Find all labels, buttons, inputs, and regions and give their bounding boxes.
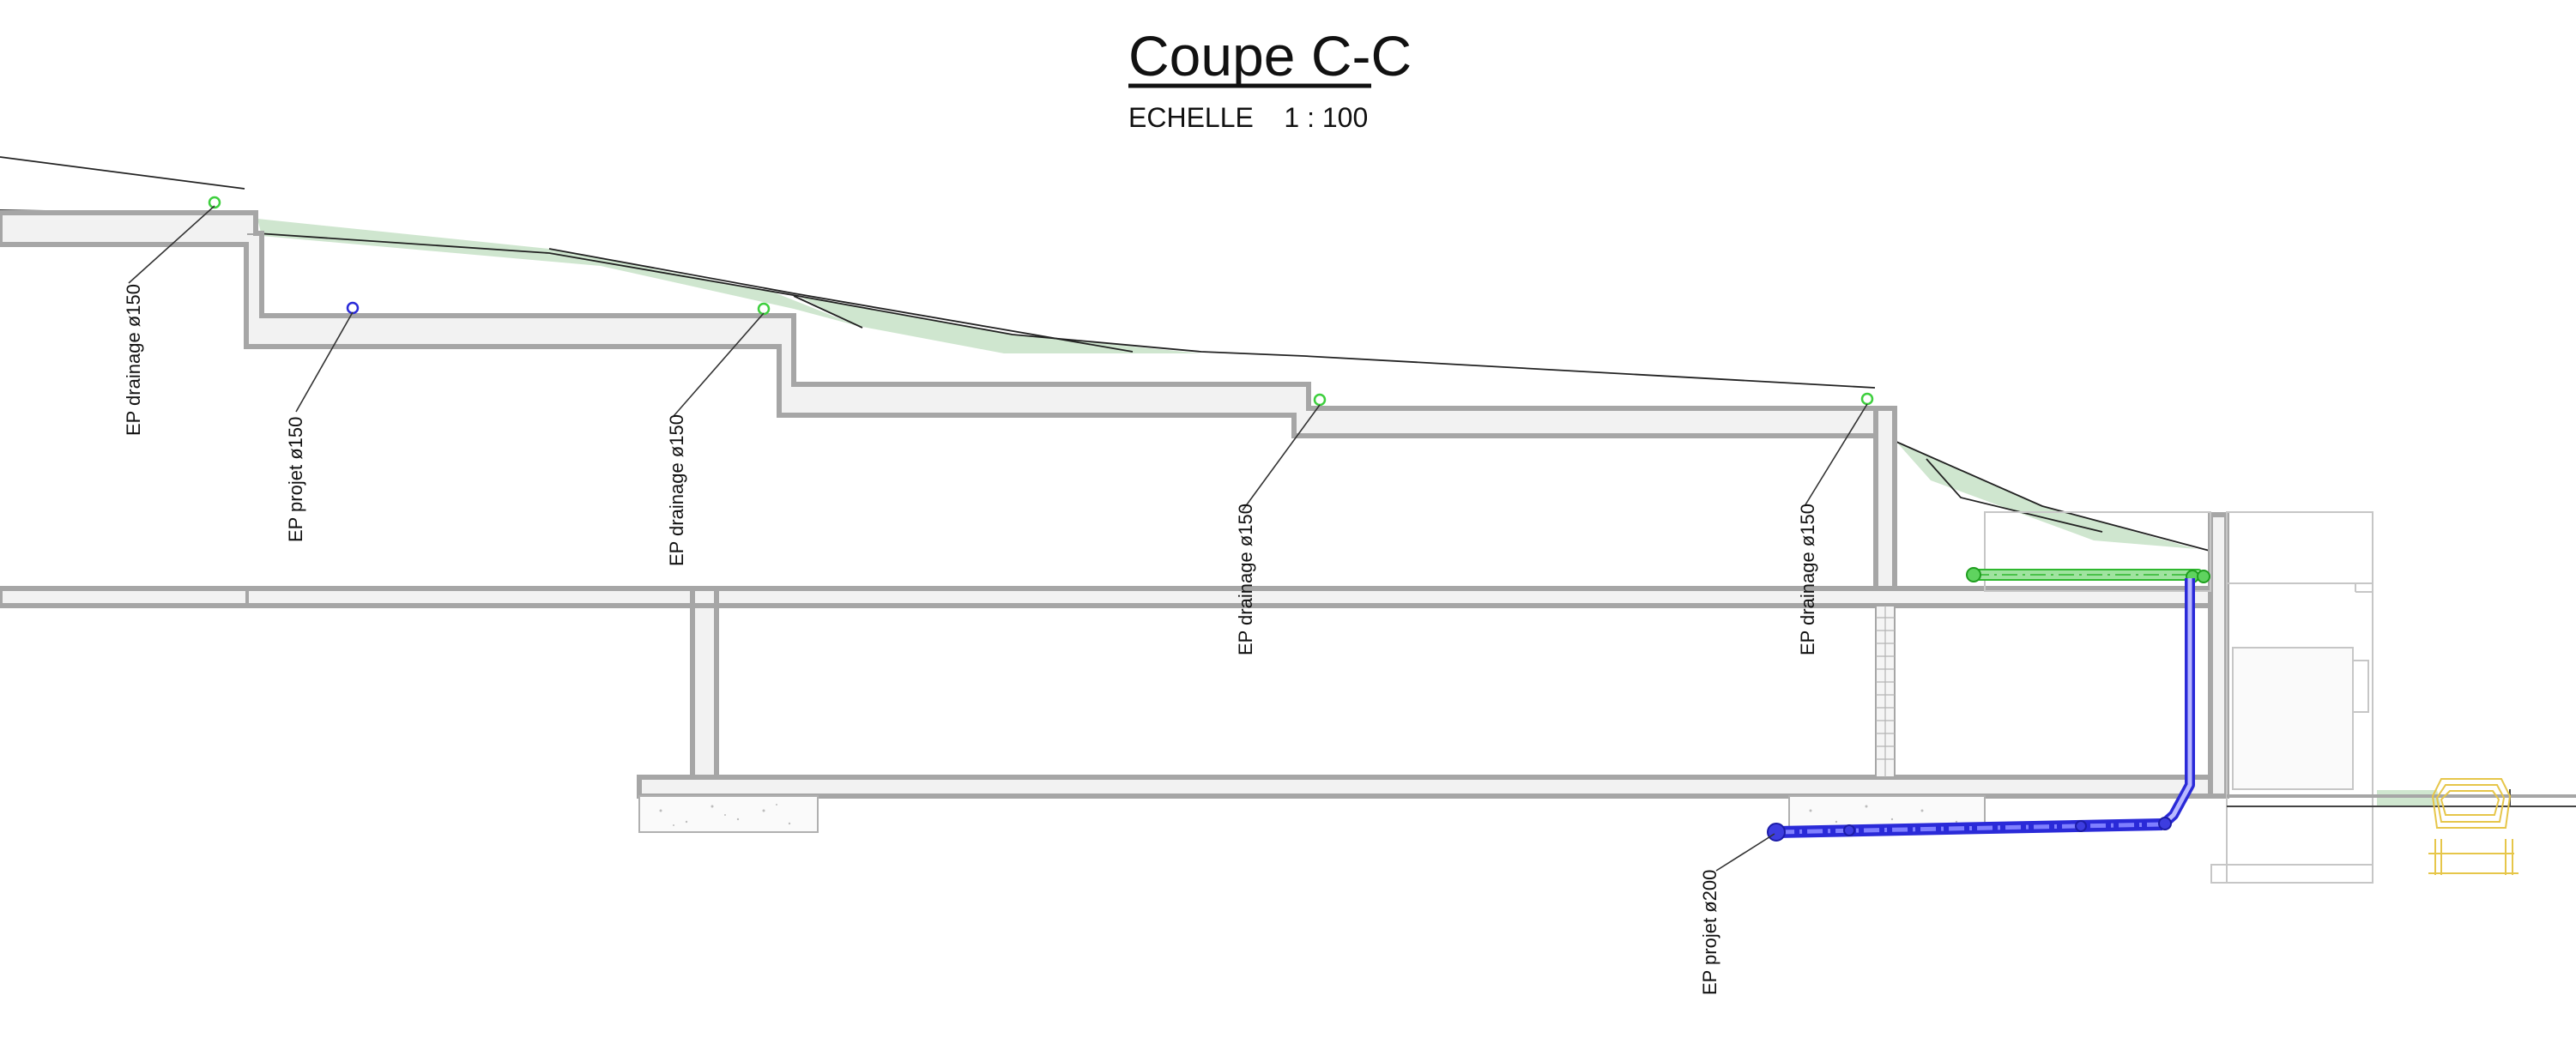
leader-lines (128, 205, 1868, 872)
roof-right-edge (1873, 406, 1897, 608)
terrain-fill-ground-right (2377, 790, 2441, 806)
footing-left (638, 795, 819, 833)
drain-symbol-4 (1860, 392, 1874, 406)
terrain (0, 156, 2441, 806)
terrain-line-lower-2 (1926, 458, 2103, 533)
pipe-labels: EP drainage ø150 EP projet ø150 EP drain… (123, 284, 1818, 995)
block-wall (1875, 605, 1896, 778)
label-drainage-2: EP drainage ø150 (666, 414, 687, 566)
drainage-pipe-end (1966, 567, 1981, 582)
terrain-line-main (257, 232, 1876, 389)
label-drainage-4: EP drainage ø150 (1797, 504, 1818, 655)
interior-column (690, 603, 719, 780)
terrain-line-far-left (0, 156, 245, 190)
roof-corner-detail (247, 214, 258, 235)
column-stub (690, 586, 719, 608)
drain-symbol-2 (757, 302, 771, 316)
projet-symbol-1 (346, 301, 360, 315)
structure (0, 210, 2576, 884)
label-projet-1: EP projet ø150 (285, 417, 306, 542)
gully-element (2428, 778, 2519, 875)
intermediate-slab (0, 586, 2229, 608)
terrain-fill-lower (1896, 442, 2197, 549)
projet-pipes (346, 301, 2195, 842)
terrain-fill-upper (257, 219, 858, 326)
drain-symbol-1 (208, 196, 221, 209)
drawing-title: Coupe C-C (1128, 24, 1412, 87)
title-block: Coupe C-C ECHELLE 1 : 100 (1128, 24, 1412, 133)
label-drainage-3: EP drainage ø150 (1235, 504, 1256, 655)
label-projet-2: EP projet ø200 (1699, 870, 1720, 995)
exterior-wall-right (2208, 512, 2229, 799)
right-building (1984, 511, 2373, 884)
terrain-fill-middle (798, 296, 1201, 353)
label-drainage-1: EP drainage ø150 (123, 284, 144, 436)
drawing-scale: ECHELLE 1 : 100 (1128, 102, 1368, 133)
terrain-line-slope (793, 295, 863, 329)
terrain-line-main-2 (548, 248, 1134, 353)
drain-symbol-3 (1313, 393, 1327, 407)
lower-slab (637, 775, 2229, 799)
terrain-line-lower (1896, 441, 2210, 552)
